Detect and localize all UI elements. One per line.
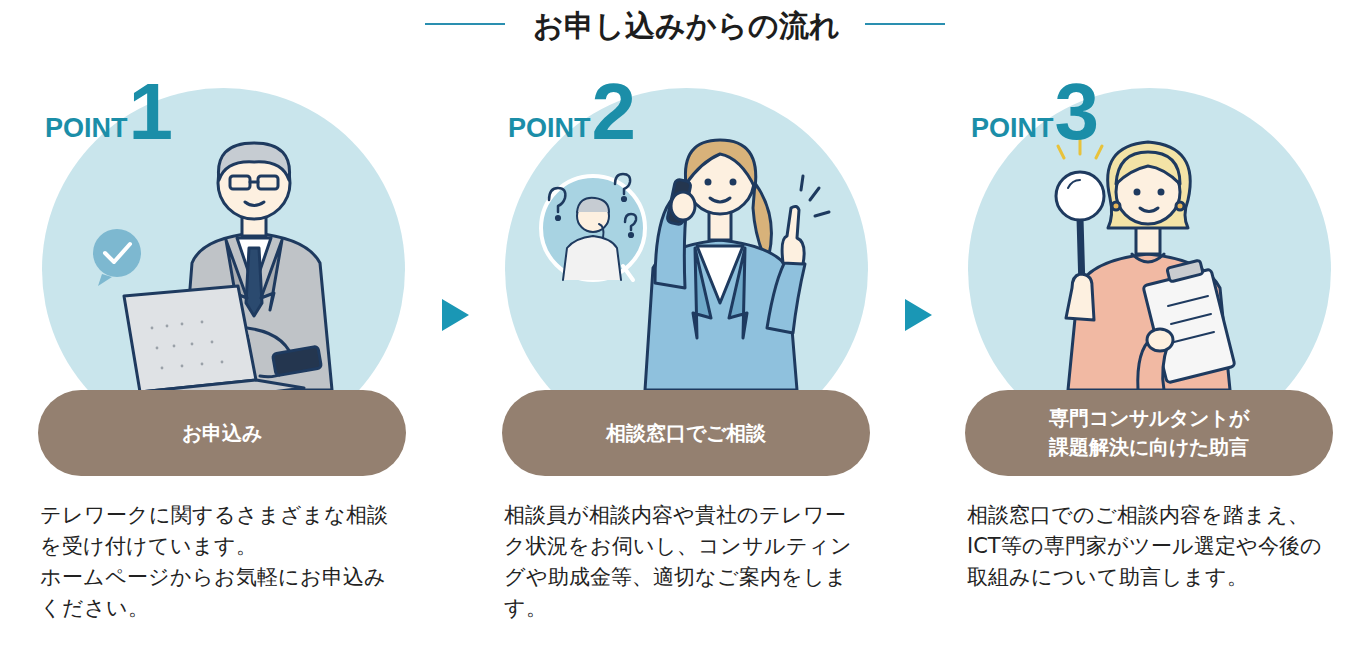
point-number: 3 bbox=[1055, 72, 1100, 152]
step-label-pill: お申込みテレワークに関するさまざまな相談 を受け付けています。 ホームページから… bbox=[38, 390, 406, 476]
point-word: POINT bbox=[508, 115, 591, 142]
diagram-title-row: お申し込みからの流れ bbox=[0, 6, 1372, 46]
arrow-head bbox=[905, 299, 932, 331]
step-description: 相談員が相談内容や貴社のテレワー ク状況をお伺いし、コンサルティン グや助成金等… bbox=[504, 500, 866, 624]
point-number: 1 bbox=[129, 72, 174, 152]
point-word: POINT bbox=[45, 115, 128, 142]
diagram-title: お申し込みからの流れ bbox=[533, 8, 840, 43]
step-label-pill: 相談窓口でご相談相談員が相談内容や貴社のテレワー ク状況をお伺いし、コンサルティ… bbox=[502, 390, 870, 476]
title-rule bbox=[865, 23, 945, 25]
step-label-pill: 専門コンサルタントが 課題解決に向けた助言相談窓口でのご相談内容を踏まえ、 IC… bbox=[965, 390, 1333, 476]
title-rule bbox=[425, 23, 505, 25]
flow-arrow bbox=[442, 299, 469, 331]
arrow-head bbox=[442, 299, 469, 331]
point-word: POINT bbox=[971, 115, 1054, 142]
pill-label: 専門コンサルタントが 課題解決に向けた助言 bbox=[965, 390, 1333, 476]
point-number: 2 bbox=[592, 72, 637, 152]
pill-label: 相談窓口でご相談 bbox=[502, 390, 870, 476]
pill-label: お申込み bbox=[38, 390, 406, 476]
step-description: 相談窓口でのご相談内容を踏まえ、 ICT等の専門家がツール選定や今後の 取組みに… bbox=[967, 500, 1329, 593]
flow-arrow bbox=[905, 299, 932, 331]
step-description: テレワークに関するさまざまな相談 を受け付けています。 ホームページからお気軽に… bbox=[40, 500, 402, 624]
